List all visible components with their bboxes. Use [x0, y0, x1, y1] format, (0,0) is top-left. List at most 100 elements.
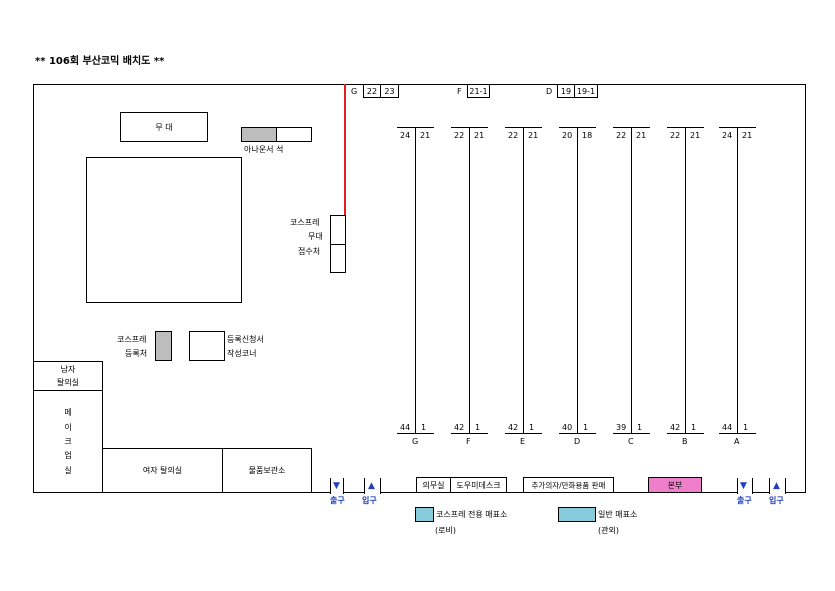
makeup-char-3: 크	[64, 437, 72, 446]
medical-label: 의무실	[422, 481, 445, 490]
row-b-top-left-num: 22	[670, 131, 681, 140]
row-g-bottom-cap	[397, 433, 434, 434]
top-booth-d-19-label: 19	[560, 87, 572, 96]
row-b-letter: B	[682, 437, 688, 446]
announcer-seat-label: 아나운서 석	[244, 145, 284, 154]
makeup-room: 메 이 크 업 실	[33, 390, 103, 493]
row-f-bottom-cap	[451, 433, 488, 434]
headquarters-booth: 본부	[648, 477, 702, 493]
row-b-top-cap	[667, 127, 704, 128]
extra-sales-label: 추가의자/만화용품 판매	[531, 481, 606, 490]
announcer-seat-gray	[241, 127, 277, 142]
top-label-d: D	[546, 87, 553, 96]
row-a-top-cap	[719, 127, 756, 128]
storage-room: 물품보관소	[222, 448, 312, 493]
help-desk: 도우미데스크	[450, 477, 507, 493]
female-changing-label: 여자 탈의실	[142, 466, 183, 475]
entrance-up-arrow-1: ▲	[368, 481, 375, 491]
row-b-bottom-right-num: 1	[691, 423, 697, 432]
row-a-top-right-num: 21	[742, 131, 753, 140]
extra-sales-booth: 추가의자/만화용품 판매	[523, 477, 614, 493]
row-a-line	[737, 128, 738, 433]
row-b-bottom-left-num: 42	[670, 423, 681, 432]
row-g-bottom-left-num: 44	[400, 423, 411, 432]
general-ticket-sub: (관외)	[598, 526, 619, 535]
row-g-bottom-right-num: 1	[421, 423, 427, 432]
row-a-top-left-num: 24	[722, 131, 733, 140]
entrance-gap-1	[364, 478, 381, 494]
headquarters-label: 본부	[667, 481, 683, 490]
row-c-letter: C	[628, 437, 634, 446]
exit-down-arrow-1: ▼	[333, 481, 340, 491]
exit-label-1[interactable]: 출구	[330, 496, 345, 505]
row-d-top-left-num: 20	[562, 131, 573, 140]
row-b-top-right-num: 21	[690, 131, 701, 140]
row-a-letter: A	[734, 437, 740, 446]
row-c-top-left-num: 22	[616, 131, 627, 140]
exit-gap-2	[737, 478, 753, 494]
row-e-bottom-cap	[505, 433, 542, 434]
makeup-char-5: 실	[64, 466, 72, 475]
general-ticket-label: 일반 매표소	[598, 510, 638, 519]
top-booth-g-22-label: 22	[366, 87, 378, 96]
row-d-letter: D	[574, 437, 581, 446]
row-d-top-right-num: 18	[582, 131, 593, 140]
row-d-bottom-left-num: 40	[562, 423, 573, 432]
row-c-bottom-right-num: 1	[637, 423, 643, 432]
cosplay-registration-booth	[155, 331, 172, 361]
row-a-bottom-right-num: 1	[743, 423, 749, 432]
top-booth-d-19-1: 19-1	[574, 84, 598, 98]
exit-label-2[interactable]: 출구	[737, 496, 752, 505]
row-b-line	[685, 128, 686, 433]
cosplay-registration-line-1: 코스프레	[117, 335, 147, 344]
row-d-bottom-right-num: 1	[583, 423, 589, 432]
male-changing-room: 남자 탈의실	[33, 361, 103, 391]
storage-label: 물품보관소	[248, 466, 286, 475]
row-e-line	[523, 128, 524, 433]
cosplay-registration-line-2: 등록처	[125, 349, 148, 358]
makeup-char-2: 이	[64, 423, 72, 432]
row-g-top-left-num: 24	[400, 131, 411, 140]
row-g-top-cap	[397, 127, 434, 128]
row-g-letter: G	[412, 437, 419, 446]
row-c-bottom-cap	[613, 433, 650, 434]
red-divider	[344, 84, 346, 273]
registration-form-line-2: 작성코너	[227, 349, 257, 358]
female-changing-room: 여자 탈의실	[102, 448, 223, 493]
cosplay-reception-line-1: 코스프레	[290, 218, 320, 227]
makeup-char-1: 메	[64, 408, 72, 417]
row-c-top-cap	[613, 127, 650, 128]
row-e-top-left-num: 22	[508, 131, 519, 140]
row-e-letter: E	[520, 437, 526, 446]
top-label-g: G	[351, 87, 358, 96]
male-changing-line-1: 남자	[60, 365, 76, 374]
exit-down-arrow-2: ▼	[740, 481, 747, 491]
registration-form-line-1: 등록신청서	[227, 335, 264, 344]
entrance-gap-2	[769, 478, 786, 494]
stage-box: 무 대	[120, 112, 208, 142]
row-a-bottom-cap	[719, 433, 756, 434]
row-d-top-cap	[559, 127, 596, 128]
help-desk-label: 도우미데스크	[456, 481, 501, 490]
cosplay-ticket-swatch	[415, 507, 434, 522]
top-booth-g-23: 23	[380, 84, 399, 98]
row-f-top-right-num: 21	[474, 131, 485, 140]
entrance-label-2[interactable]: 입구	[769, 496, 784, 505]
row-c-top-right-num: 21	[636, 131, 647, 140]
registration-form-booth	[189, 331, 225, 361]
row-d-bottom-cap	[559, 433, 596, 434]
row-e-bottom-right-num: 1	[529, 423, 535, 432]
top-label-f: F	[457, 87, 462, 96]
cosplay-ticket-sub: (로비)	[435, 526, 456, 535]
top-booth-g-22: 22	[363, 84, 381, 98]
entrance-up-arrow-2: ▲	[773, 481, 780, 491]
entrance-label-1[interactable]: 입구	[362, 496, 377, 505]
cosplay-reception-line-2: 무대	[308, 232, 323, 241]
top-booth-f-21-1-label: 21-1	[469, 87, 488, 96]
floor-area	[86, 157, 242, 303]
row-b-bottom-cap	[667, 433, 704, 434]
row-c-line	[631, 128, 632, 433]
row-f-line	[469, 128, 470, 433]
row-g-line	[415, 128, 416, 433]
stage-label: 무 대	[155, 123, 173, 132]
